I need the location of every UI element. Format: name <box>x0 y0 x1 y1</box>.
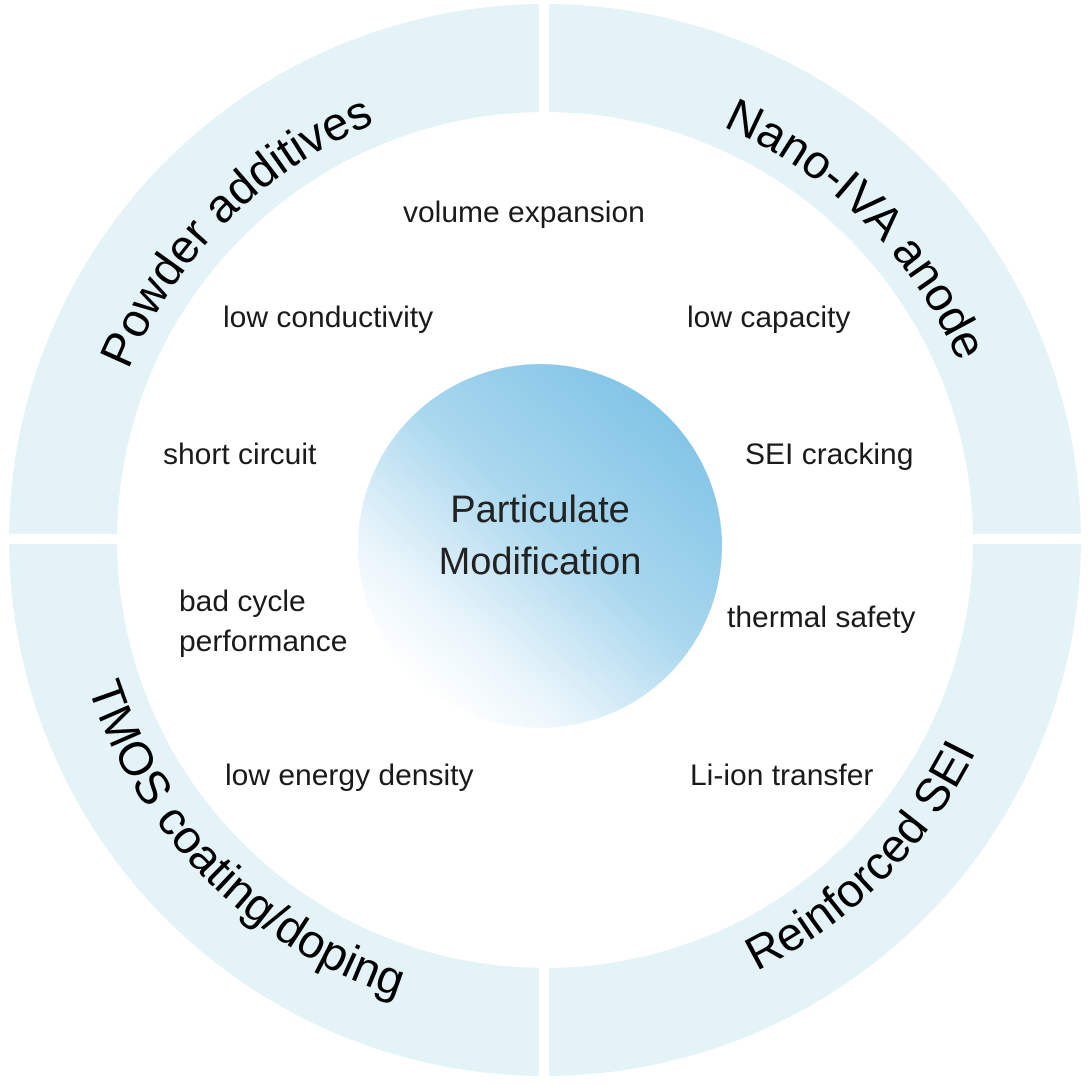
center-circle <box>358 364 722 728</box>
ring-divider-top <box>539 0 549 116</box>
issue-low-capacity: low capacity <box>687 301 851 334</box>
issue-bad-cycle-line1: bad cycle <box>179 585 306 618</box>
issue-bad-cycle-performance: bad cycle performance <box>179 582 347 662</box>
center-label: Particulate Modification <box>390 484 690 588</box>
issue-bad-cycle-line2: performance <box>179 625 348 658</box>
issue-li-ion-transfer: Li-ion transfer <box>690 759 874 792</box>
center-label-line1: Particulate <box>450 489 630 531</box>
issue-volume-expansion: volume expansion <box>403 196 645 229</box>
issue-sei-cracking: SEI cracking <box>745 438 914 471</box>
issue-low-energy-density: low energy density <box>225 759 474 792</box>
ring-divider-left <box>0 534 119 544</box>
ring-divider-right <box>971 534 1091 544</box>
issue-thermal-safety: thermal safety <box>727 601 916 634</box>
issue-short-circuit: short circuit <box>163 438 317 471</box>
issue-low-conductivity: low conductivity <box>223 301 434 334</box>
center-label-line2: Modification <box>438 541 642 583</box>
ring-divider-bottom <box>539 966 549 1085</box>
